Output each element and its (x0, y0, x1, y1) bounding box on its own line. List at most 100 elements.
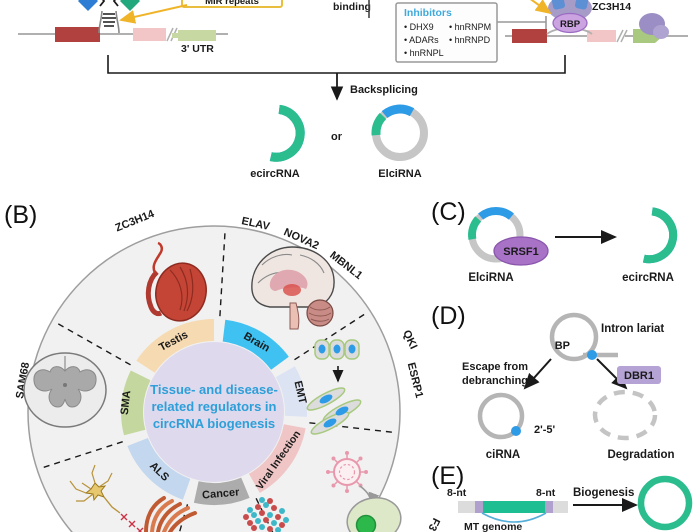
center-text-line2: related regulators in (152, 399, 277, 414)
inhibitors-panel: Inhibitors • DHX9 • ADARs • hnRNPL • hnR… (395, 2, 547, 63)
degraded-circle (592, 389, 658, 441)
ring-segments (121, 319, 308, 505)
exon-box-red (55, 27, 100, 42)
panel-e-letter: (E) (431, 462, 464, 490)
yellow-arrow-right (530, 0, 552, 15)
panel-c: (C) SRSF1 ElciRNA ecircRNA (431, 198, 678, 284)
repeat-8nt-right (545, 501, 553, 513)
pairing-chevrons (99, 0, 119, 7)
escape-label-line1: Escape from (462, 361, 528, 373)
intron-lariat-label: Intron lariat (601, 323, 664, 335)
regulator-f3: F3 (425, 516, 441, 532)
inhibitor-item: • hnRNPM (449, 22, 491, 32)
inhibitor-item: • DHX9 (404, 22, 434, 32)
inverted-repeat-blue (78, 0, 98, 11)
utr3-label: 3' UTR (181, 43, 214, 55)
panel-b-letter: (B) (4, 201, 37, 229)
pre-mrna-left: 3' UTR (18, 0, 228, 55)
ecirc-label: ecircRNA (250, 168, 300, 180)
zc3h14-domain-blue (575, 0, 589, 10)
srsf1-ellipse (493, 236, 549, 266)
repeats-label: MIR repeats (205, 0, 259, 7)
degradation-result: Degradation (592, 389, 675, 461)
zc3h14-domain-blue (551, 0, 565, 10)
segment-label-sma: SMA (119, 390, 133, 416)
pre-mrna-right: RBP ZC3H14 (505, 0, 688, 43)
utr3-box (178, 30, 216, 41)
bp-label: BP (555, 340, 570, 352)
mt-label-2: genome (482, 521, 522, 532)
utr3-stem (172, 33, 178, 38)
rbp-ellipse (552, 12, 588, 34)
ecirc-label: ecircRNA (622, 272, 674, 284)
segment-testis (136, 319, 214, 373)
elci-label: ElciRNA (378, 168, 421, 180)
exon-box-pink (587, 30, 617, 42)
dbr1-tag: DBR1 (617, 366, 661, 384)
escape-arrow (523, 358, 552, 390)
segment-label-emt: EMT (291, 380, 308, 406)
inhibitors-title: Inhibitors (404, 7, 452, 19)
center-circle (144, 342, 284, 482)
inhibitors-box (395, 2, 498, 63)
panel-d-letter: (D) (431, 302, 466, 330)
repeats-callout: MIR repeats (119, 0, 283, 24)
zc3h14-label: ZC3H14 (592, 1, 631, 13)
panel-d: (D) BP Intron lariat Escape from debranc… (431, 302, 675, 461)
dbr1-box (617, 366, 661, 384)
segment-cancer (193, 477, 250, 505)
inhibitor-item: • hnRNPL (404, 48, 444, 58)
panel-c-letter: (C) (431, 198, 466, 226)
ecircrna-result: ecircRNA (622, 207, 678, 284)
bond-dot (511, 426, 521, 436)
repeats-box (181, 0, 283, 8)
line-break-slashes (616, 29, 628, 43)
cirna-result: 2'-5' ciRNA (477, 392, 556, 461)
muscle-illustration (144, 496, 197, 532)
nt-right-label: 8-nt (536, 487, 556, 499)
segment-sma (121, 370, 151, 436)
center-text-line3: circRNA biogenesis (153, 416, 275, 431)
ecirc-green-arc (642, 207, 678, 264)
binding-label: binding (333, 1, 371, 13)
elci-green-arc (468, 216, 482, 240)
elci-blue-arc (381, 104, 415, 119)
infected-cell-illustration (346, 497, 402, 532)
yellow-arrow-left (119, 4, 188, 24)
polyA-protein-blob2 (653, 25, 669, 39)
biogenesis-label: Biogenesis (573, 487, 634, 499)
nt-left-label: 8-nt (447, 487, 467, 499)
bond-label: 2'-5' (534, 424, 556, 436)
regulator-zc3h14: ZC3H14 (114, 208, 157, 235)
elci-label: ElciRNA (468, 272, 513, 284)
branch-point-dot (587, 350, 597, 360)
regulator-qki: QKI (400, 328, 419, 351)
brain-illustration (251, 246, 335, 330)
emt-illustration (306, 339, 362, 435)
exon-box-pink (133, 28, 166, 41)
hairpin-structure (98, 10, 120, 34)
mt-label: MT (464, 521, 480, 532)
panel-a: 3' UTR MIR repeats binding Inhibitors • … (18, 0, 688, 180)
inverted-repeat-green (120, 0, 140, 11)
mecci-precursor: MT genome (458, 501, 568, 532)
inhibitor-item: • hnRNPD (449, 35, 491, 45)
backsplicing-label: Backsplicing (350, 84, 418, 96)
rbp-label: RBP (560, 19, 581, 30)
regulator-elav: ELAV (240, 215, 271, 233)
cancer-cells-illustration (243, 497, 289, 532)
intron-lariat: BP Intron lariat (549, 312, 664, 362)
axon-damage-marks (120, 513, 144, 532)
repeat-8nt-left (475, 501, 483, 513)
virus-illustration (326, 451, 380, 506)
neuron-illustration (69, 464, 144, 532)
elcirna-product: ElciRNA (371, 104, 428, 180)
elcirna-with-srsf1: SRSF1 ElciRNA (468, 207, 549, 284)
segment-brain (222, 319, 289, 370)
pairing-arc (481, 512, 547, 523)
panel-b: (B) Testis Brain EMT Viral Infection Can… (4, 201, 442, 532)
spinal-cord-illustration (23, 352, 107, 428)
escape-label-line2: debranching (462, 375, 528, 387)
segment-label-cancer: Cancer (202, 486, 241, 501)
